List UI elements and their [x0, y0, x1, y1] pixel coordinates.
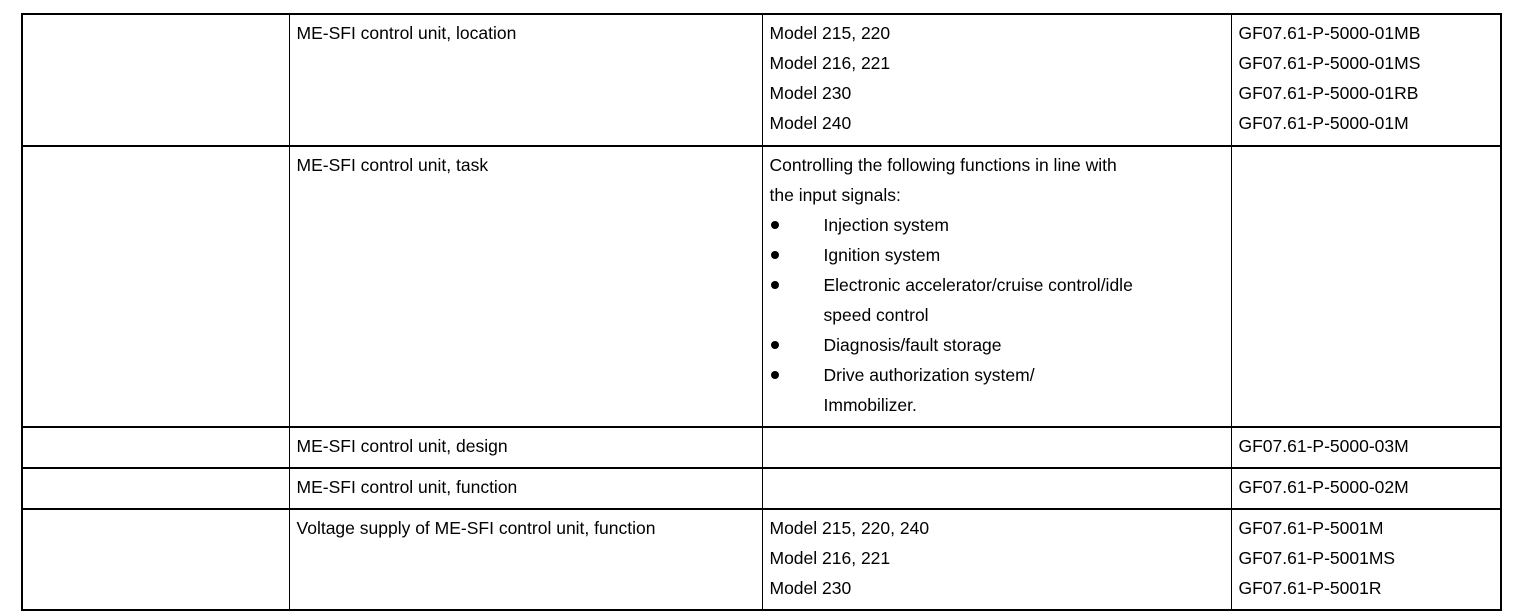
document-reference: GF07.61-P-5001R	[1238, 578, 1382, 598]
row-topic-cell: ME-SFI control unit, task	[288, 145, 763, 428]
row-index-cell	[21, 145, 290, 428]
row-models-cell	[761, 467, 1232, 510]
list-item-continuation: speed control	[823, 305, 929, 325]
table-row: ME-SFI control unit, design GF07.61-P-50…	[21, 426, 1502, 469]
row-models-cell: Model 215, 220, 240 Model 216, 221 Model…	[761, 508, 1232, 611]
model-line: Model 215, 220	[769, 23, 891, 43]
document-reference: GF07.61-P-5000-01MS	[1238, 53, 1421, 73]
bullet-icon	[770, 221, 779, 229]
document-reference: GF07.61-P-5000-02M	[1238, 477, 1409, 497]
task-intro-line-2: the input signals:	[769, 185, 901, 205]
model-line: Model 215, 220, 240	[769, 518, 930, 538]
bullet-icon	[770, 341, 779, 349]
model-line: Model 240	[769, 113, 852, 133]
list-item: Ignition system	[770, 240, 1224, 270]
specification-table: ME-SFI control unit, location Model 215,…	[21, 13, 1502, 611]
list-item: Drive authorization system/ Immobilizer.	[770, 360, 1224, 420]
document-reference: GF07.61-P-5000-01RB	[1238, 83, 1419, 103]
table-row: Voltage supply of ME-SFI control unit, f…	[21, 508, 1502, 611]
row-topic-cell: Voltage supply of ME-SFI control unit, f…	[288, 508, 763, 611]
bullet-icon	[770, 251, 779, 259]
row-topic-cell: ME-SFI control unit, location	[288, 13, 763, 147]
row-refs-cell: GF07.61-P-5001M GF07.61-P-5001MS GF07.61…	[1230, 508, 1502, 611]
row-refs-cell: GF07.61-P-5000-02M	[1230, 467, 1502, 510]
row-topic-label: ME-SFI control unit, task	[296, 155, 489, 175]
table-row: ME-SFI control unit, task Controlling th…	[21, 145, 1502, 428]
list-item: Diagnosis/fault storage	[770, 330, 1224, 360]
bullet-icon	[770, 371, 779, 379]
task-function-list: Injection system Ignition system Electro…	[770, 210, 1224, 420]
row-index-cell	[21, 426, 290, 469]
row-models-cell	[761, 426, 1232, 469]
list-item-label: Diagnosis/fault storage	[823, 335, 1002, 355]
row-topic-label: ME-SFI control unit, location	[296, 23, 517, 43]
row-topic-label: ME-SFI control unit, function	[296, 477, 518, 497]
model-line: Model 230	[769, 83, 852, 103]
list-item-label: Injection system	[823, 215, 949, 235]
document-reference: GF07.61-P-5001M	[1238, 518, 1384, 538]
document-reference: GF07.61-P-5001MS	[1238, 548, 1396, 568]
model-line: Model 216, 221	[769, 548, 891, 568]
row-refs-cell	[1230, 145, 1502, 428]
row-topic-cell: ME-SFI control unit, design	[288, 426, 763, 469]
row-index-cell	[21, 467, 290, 510]
row-refs-cell: GF07.61-P-5000-01MB GF07.61-P-5000-01MS …	[1230, 13, 1502, 147]
list-item: Injection system	[770, 210, 1224, 240]
row-topic-cell: ME-SFI control unit, function	[288, 467, 763, 510]
list-item-label: Ignition system	[823, 245, 941, 265]
list-item-label: Drive authorization system/	[823, 365, 1035, 385]
document-reference: GF07.61-P-5000-03M	[1238, 436, 1409, 456]
row-refs-cell: GF07.61-P-5000-03M	[1230, 426, 1502, 469]
row-task-description-cell: Controlling the following functions in l…	[761, 145, 1232, 428]
row-models-cell: Model 215, 220 Model 216, 221 Model 230 …	[761, 13, 1232, 147]
table-row: ME-SFI control unit, location Model 215,…	[21, 13, 1502, 147]
list-item-label: Electronic accelerator/cruise control/id…	[823, 275, 1133, 295]
row-index-cell	[21, 13, 290, 147]
list-item: Electronic accelerator/cruise control/id…	[770, 270, 1224, 330]
row-topic-label: Voltage supply of ME-SFI control unit, f…	[296, 518, 656, 538]
table-row: ME-SFI control unit, function GF07.61-P-…	[21, 467, 1502, 510]
document-page: ME-SFI control unit, location Model 215,…	[21, 13, 1502, 611]
list-item-continuation: Immobilizer.	[823, 395, 917, 415]
document-reference: GF07.61-P-5000-01MB	[1238, 23, 1421, 43]
row-topic-label: ME-SFI control unit, design	[296, 436, 508, 456]
task-intro-line-1: Controlling the following functions in l…	[769, 155, 1117, 175]
document-reference: GF07.61-P-5000-01M	[1238, 113, 1409, 133]
model-line: Model 216, 221	[769, 53, 891, 73]
row-index-cell	[21, 508, 290, 611]
model-line: Model 230	[769, 578, 852, 598]
bullet-icon	[770, 281, 779, 289]
